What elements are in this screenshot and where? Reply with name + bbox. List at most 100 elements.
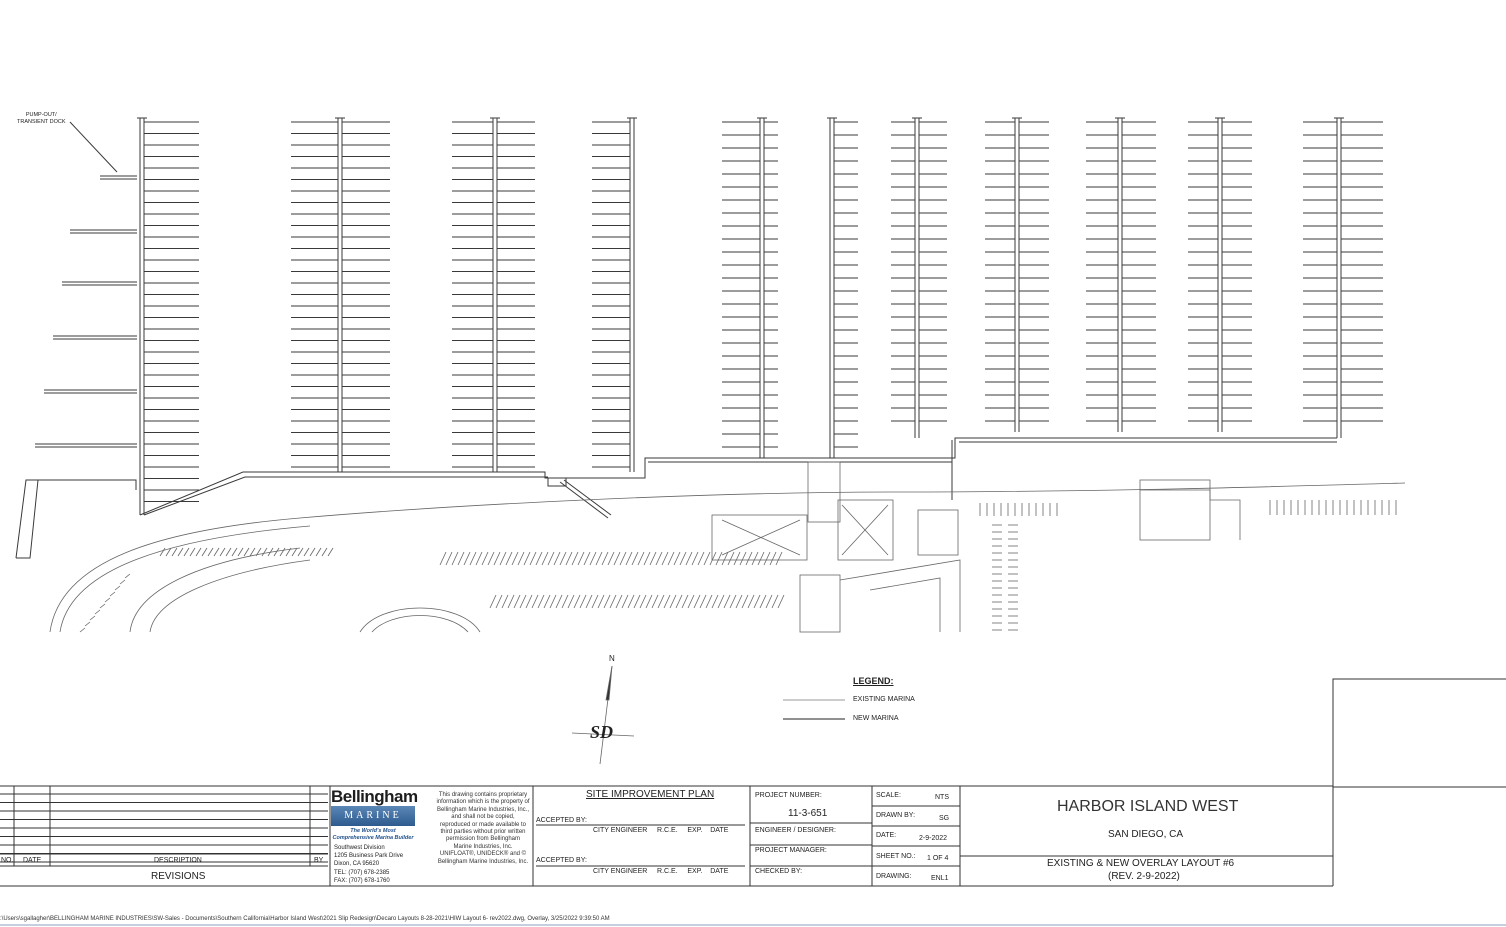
checked-label: CHECKED BY: [755,868,803,875]
engineer-label: ENGINEER / DESIGNER: [755,827,836,834]
rev-col-no: NO. [1,857,14,864]
revision-date: (REV. 2-9-2022) [1108,871,1180,882]
shoreline-and-parking [49,461,1406,765]
gangway-platform [547,477,567,487]
parking-stall [679,551,687,566]
parking-stall [705,594,713,609]
project-number: 11-3-651 [788,808,828,819]
parking-stall [741,594,749,609]
company-tel: TEL: (707) 678-2385 [334,870,390,876]
parking-curve [371,615,469,633]
file-path: :\Users\sgallagher\BELLINGHAM MARINE IND… [0,916,610,922]
road [839,559,961,632]
parking-stall [577,551,585,566]
parking-stall [555,594,563,609]
parking-stall [673,551,681,566]
drawn-label: DRAWN BY: [876,812,916,819]
parking-stall [249,547,256,557]
parking-stall [591,594,599,609]
parking-stall [583,551,591,566]
parking-stall [463,551,471,566]
parking-stall [757,551,765,566]
north-logo: SD [590,722,614,742]
company-logo-bar: MARINE [331,806,415,826]
parking-stall [489,594,497,609]
parking-stall [505,551,513,566]
accepted-by-2: ACCEPTED BY: [536,857,587,864]
parking-stall [513,594,521,609]
date-value: 2-9-2022 [919,835,948,842]
parking-stall [553,551,561,566]
title-border [1332,678,1506,788]
parking-stall [487,551,495,566]
parking-stall [231,547,238,557]
parking-stall [159,547,166,557]
parking-stall [531,594,539,609]
parking-stall [243,547,250,557]
parking-stall [559,551,567,566]
drawing-label: DRAWING: [876,873,912,880]
parking-stall [699,594,707,609]
legend-existing: EXISTING MARINA [853,696,915,703]
parking-stall [291,547,298,557]
parking-stall [94,609,101,615]
parking-stall [171,547,178,557]
parking-stall [729,594,737,609]
parking-stall [759,594,767,609]
parking-stall [765,594,773,609]
parking-stall [639,594,647,609]
parking-stall [619,551,627,566]
parking-stall [603,594,611,609]
parking-stall [763,551,771,566]
parking-stall [567,594,575,609]
parking-stall [661,551,669,566]
road [869,577,941,632]
parking-stall [495,594,503,609]
parking-stall [543,594,551,609]
parking-stall [663,594,671,609]
building [1140,489,1241,540]
parking-stall [475,551,483,566]
building [711,514,808,561]
parking-stall [709,551,717,566]
building [807,461,841,523]
callout-leader [69,121,118,173]
parking-stall [747,594,755,609]
parking-stall [685,551,693,566]
parking-stall [183,547,190,557]
company-address-2: Dixon, CA 95620 [334,861,380,867]
building [799,574,841,633]
scale-label: SCALE: [876,792,901,799]
parking-stall [777,594,785,609]
rev-col-by: BY [314,857,324,864]
parking-stall [565,551,573,566]
parking-stall [715,551,723,566]
parking-stall [657,594,665,609]
breakwater [38,479,137,490]
parking-stall [627,594,635,609]
breakwater [15,479,39,559]
parking-stall [309,547,316,557]
date-label: DATE: [876,832,897,839]
parking-stall [327,547,334,557]
parking-stall [523,551,531,566]
parking-stall [201,547,208,557]
parking-stall [273,547,280,557]
parking-stall [727,551,735,566]
parking-stall [571,551,579,566]
parking-stall [119,579,126,585]
proprietary-notice: This drawing contains proprietary inform… [436,792,530,865]
company-division: Southwest Division [334,845,385,851]
parking-stall [771,594,779,609]
parking-stall [601,551,609,566]
parking-stall [499,551,507,566]
parking-stall [589,551,597,566]
north-arrow-cross [571,732,635,737]
north-label: N [609,654,615,663]
parking-stall [457,551,465,566]
parking-stall [507,594,515,609]
rev-col-date: DATE [23,857,42,864]
parking-stall [517,551,525,566]
signature-fields-2: CITY ENGINEER R.C.E. EXP. DATE [593,868,729,875]
